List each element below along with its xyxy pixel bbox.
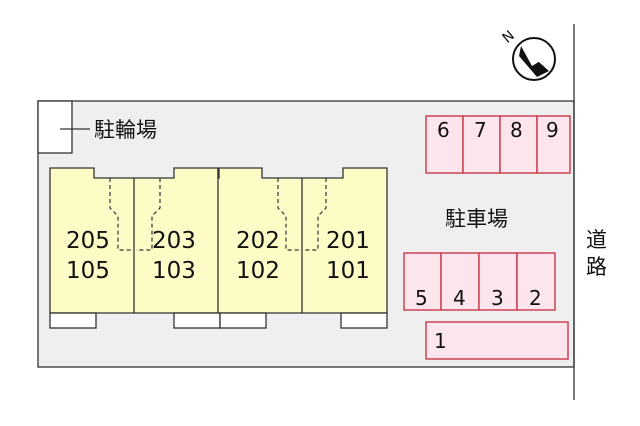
parking-stall-8 [499,115,538,174]
unit-label-lower: 101 [326,258,370,284]
parking-row-top: 6 7 8 9 [425,115,571,174]
parking-stall-6 [425,115,464,174]
stair-outline [136,178,161,251]
unit-label-upper: 203 [152,228,196,254]
stair-outline [109,178,132,251]
compass-icon: N [499,28,556,81]
stair-outline [304,178,327,251]
parking-stall-number: 1 [434,329,447,353]
stair-outline [277,178,300,251]
parking-stall-number: 8 [510,118,523,142]
entrance-step [219,312,267,329]
parking-stall-2 [516,252,556,311]
unit-label-lower: 103 [152,258,196,284]
unit-label-lower: 105 [66,258,110,284]
parking-stall-number: 4 [453,286,466,310]
unit-label-upper: 202 [236,228,280,254]
parking-stall-number: 6 [437,118,450,142]
entrance-step [340,312,388,329]
parking-stall-number: 7 [474,118,487,142]
car-parking-label: 駐車場 [445,207,508,231]
parking-stall-1 [425,321,569,360]
road-label: 路 [586,255,607,279]
entrance-step [173,312,221,329]
compass-needle-tip [521,46,542,66]
bicycle-parking-box [37,100,73,154]
parking-stall-number: 2 [529,286,542,310]
parking-stall-5 [403,252,442,311]
road-label: 道 [586,228,607,252]
compass-north-label: N [499,28,517,47]
parking-stall-number: 9 [546,118,559,142]
parking-row-bottom: 5 4 3 2 [403,252,556,311]
bicycle-parking-label: 駐輪場 [94,118,157,142]
entrance-step [49,312,97,329]
parking-stall-9 [536,115,571,174]
parking-stall-7 [462,115,501,174]
parking-stall-4 [440,252,480,311]
building: 205 105 203 103 202 102 201 101 [49,167,388,329]
unit-label-lower: 102 [236,258,280,284]
unit-label-upper: 205 [66,228,110,254]
parking-stall-number: 3 [491,286,504,310]
unit-label-upper: 201 [326,228,370,254]
parking-stall-number: 5 [415,286,428,310]
